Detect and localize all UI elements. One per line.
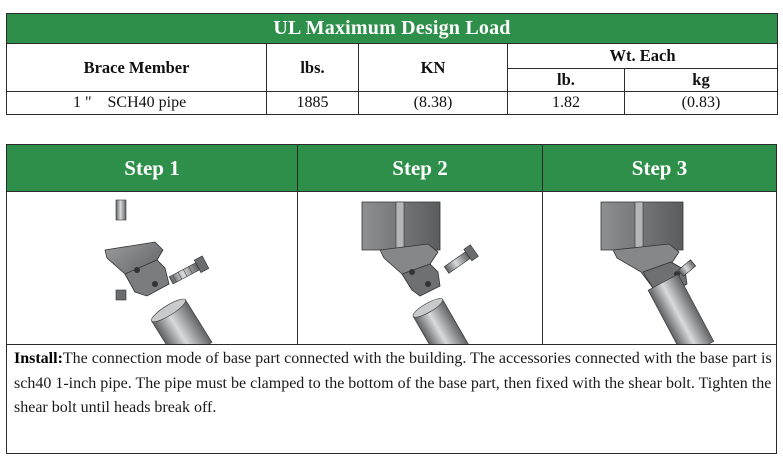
cell-lb: 1.82 <box>507 91 625 115</box>
table-title: UL Maximum Design Load <box>6 13 778 44</box>
step-3-illustration <box>543 191 776 345</box>
install-instructions: Install:The connection mode of base part… <box>14 347 772 421</box>
header-lbs: lbs. <box>266 43 359 92</box>
step-2-illustration <box>298 191 542 345</box>
install-label: Install: <box>14 350 63 367</box>
header-brace-member: Brace Member <box>6 43 267 92</box>
pipe-icon <box>647 273 715 344</box>
step-3-header: Step 3 <box>543 145 776 191</box>
table-row: 1 " SCH40 pipe 1885 (8.38) 1.82 (0.83) <box>6 91 778 115</box>
header-kg: kg <box>624 68 778 92</box>
cell-lbs: 1885 <box>266 91 359 115</box>
step-1-header: Step 1 <box>7 145 297 191</box>
installation-steps-panel: Step 1 Step 2 Step 3 <box>6 144 777 454</box>
cell-kg: (0.83) <box>624 91 778 115</box>
shear-bolt-icon <box>443 244 479 274</box>
header-kn: KN <box>358 43 508 92</box>
cell-kn: (8.38) <box>358 91 508 115</box>
install-text: The connection mode of base part connect… <box>14 350 772 416</box>
cell-member: 1 " SCH40 pipe <box>6 91 267 115</box>
shear-bolt-icon <box>168 255 210 285</box>
nut-icon <box>115 199 127 221</box>
shear-bolt-icon <box>677 259 697 277</box>
step-1-illustration <box>7 191 297 345</box>
header-lb: lb. <box>507 68 625 92</box>
step-2-header: Step 2 <box>298 145 542 191</box>
pipe-icon <box>151 298 213 344</box>
header-wt-each: Wt. Each <box>507 43 778 69</box>
design-load-table: UL Maximum Design Load Brace Member lbs.… <box>6 13 778 115</box>
pipe-icon <box>412 298 469 344</box>
